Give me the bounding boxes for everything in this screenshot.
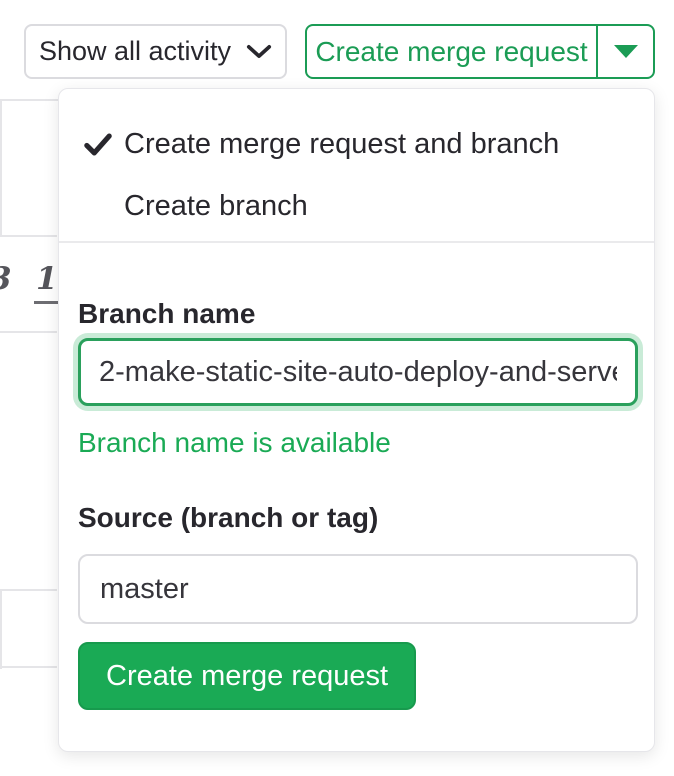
- background-border: [0, 99, 2, 237]
- caret-down-icon: [613, 45, 638, 58]
- create-merge-request-dropdown-panel: Create merge request and branch Create b…: [58, 88, 655, 752]
- background-number-fragment: 3: [0, 261, 12, 297]
- check-icon: [84, 132, 114, 157]
- check-icon-hidden: [84, 194, 114, 219]
- create-merge-request-button[interactable]: Create merge request: [307, 26, 596, 77]
- background-divider: [0, 589, 57, 591]
- menu-divider: [59, 241, 654, 243]
- show-all-activity-button[interactable]: Show all activity: [24, 24, 287, 79]
- source-input[interactable]: [78, 554, 638, 624]
- background-divider: [0, 99, 59, 101]
- branch-name-label: Branch name: [78, 298, 256, 329]
- split-button-dropdown-toggle[interactable]: [596, 26, 653, 77]
- create-branch-form: Branch name Branch name is available Sou…: [59, 297, 654, 710]
- background-number-fragment: 1: [36, 261, 58, 297]
- chevron-down-icon: [246, 43, 272, 60]
- background-divider: [0, 331, 57, 333]
- menu-item-label: Create merge request and branch: [124, 127, 560, 160]
- background-underline: [34, 301, 58, 304]
- menu-item-create-merge-request-and-branch[interactable]: Create merge request and branch: [59, 113, 654, 175]
- dropdown-menu: Create merge request and branch Create b…: [59, 89, 654, 237]
- show-all-activity-label: Show all activity: [38, 36, 232, 66]
- branch-name-validation-message: Branch name is available: [78, 427, 391, 458]
- background-border: [0, 589, 2, 669]
- background-divider: [0, 235, 57, 237]
- create-merge-request-button-label: Create merge request: [315, 35, 588, 67]
- background-divider: [0, 666, 57, 668]
- source-label: Source (branch or tag): [78, 502, 379, 533]
- create-merge-request-submit-button[interactable]: Create merge request: [78, 642, 417, 710]
- create-merge-request-split-button: Create merge request: [305, 24, 655, 79]
- branch-name-input[interactable]: [78, 338, 638, 406]
- menu-item-create-branch[interactable]: Create branch: [59, 175, 654, 237]
- menu-item-label: Create branch: [124, 189, 308, 222]
